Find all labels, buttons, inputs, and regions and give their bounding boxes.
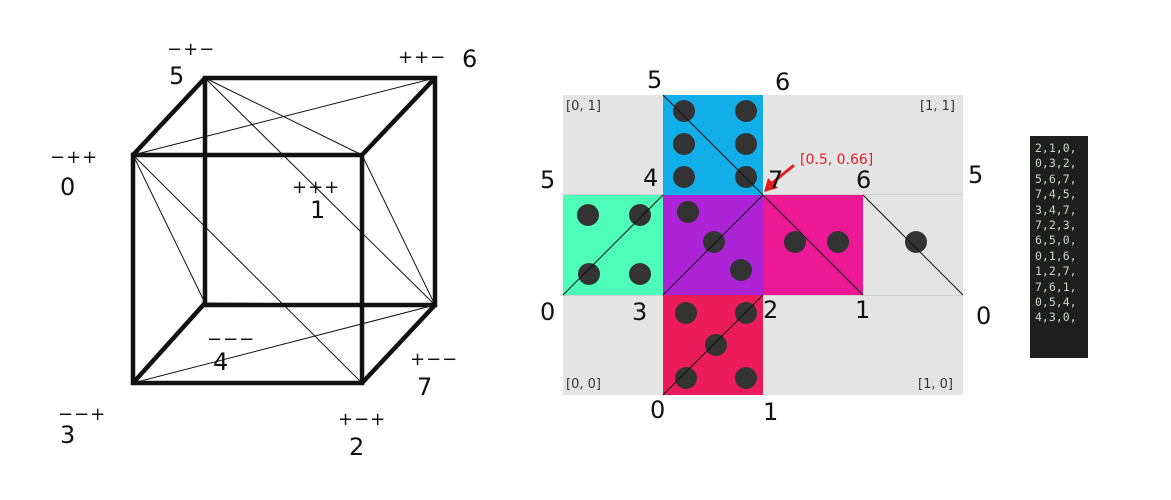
cube-vertex-7: +−− 7 [410, 349, 458, 401]
code-line: 7,4,5, [1035, 187, 1077, 202]
cube-wireframe: −++ 0 +++ 1 +−+ 2 −−+ 3 −−− 4 −+− 5 ++− … [50, 39, 477, 461]
net-corner-top-left: [0, 1] [566, 99, 601, 114]
pip-bottom [675, 302, 697, 324]
pip-top [735, 166, 757, 188]
net-vertex-label: 0 [540, 298, 555, 326]
net-vertex-label: 6 [775, 68, 790, 96]
net-vertex-label: 5 [540, 166, 555, 194]
cube-vertex-5: −+− 5 [167, 39, 215, 90]
code-line: 4,3,0, [1035, 310, 1077, 325]
code-line: 3,4,7, [1035, 202, 1077, 217]
arrow-head-icon [764, 178, 778, 192]
net-vertex-label: 7 [768, 166, 783, 194]
code-line: 0,1,6, [1035, 248, 1077, 263]
net-pips [577, 100, 927, 389]
pip-left [629, 263, 651, 285]
pip-top [673, 100, 695, 122]
pip-center [730, 259, 752, 281]
cube-vertex-4-label: 4 [213, 348, 228, 376]
cube-vertex-5-signs: −+− [167, 39, 215, 60]
net-vertex-label: 0 [650, 396, 665, 424]
code-line: 2,1,0, [1035, 141, 1077, 155]
cube-vertex-3-label: 3 [60, 421, 75, 449]
net-vertex-label: 3 [632, 298, 647, 326]
pip-bottom [735, 367, 757, 389]
cube-vertex-6: ++− 6 [398, 45, 477, 73]
pip-left [577, 204, 599, 226]
cube-vertex-1-signs: +++ [292, 177, 340, 198]
code-lines: 2,1,0,0,3,2,5,6,7,7,4,5,3,4,7,7,2,3,6,5,… [1035, 141, 1088, 326]
cube-vertex-5-label: 5 [169, 62, 184, 90]
net-vertex-label: 1 [763, 398, 778, 426]
net-vertex-label: 4 [643, 164, 658, 192]
code-line: 7,2,3, [1035, 218, 1077, 233]
code-panel: 2,1,0,0,3,2,5,6,7,7,4,5,3,4,7,7,2,3,6,5,… [1030, 136, 1088, 358]
net-vertex-label: 5 [968, 161, 983, 189]
cube-vertex-3: −−+ 3 [58, 404, 106, 449]
cube-vertex-6-signs: ++− [398, 47, 446, 68]
code-line: 0,3,2, [1035, 156, 1077, 171]
pip-right [827, 231, 849, 253]
cube-vertex-0-label: 0 [60, 173, 75, 201]
cube-vertex-2-signs: +−+ [338, 409, 386, 430]
pip-left [629, 204, 651, 226]
pip-right [784, 231, 806, 253]
arrow-shaft [769, 164, 795, 186]
code-line: 1,2,7, [1035, 264, 1077, 279]
net-corner-bottom-left: [0, 0] [566, 377, 601, 392]
cube-vertex-1: +++ 1 [292, 177, 340, 224]
net-corner-top-right: [1, 1] [920, 99, 955, 114]
cube-vertex-7-signs: +−− [410, 349, 458, 370]
net-annotation-label: [0.5, 0.66] [800, 152, 873, 168]
code-line: 6,5,0, [1035, 233, 1077, 248]
cube-vertex-1-label: 1 [310, 196, 325, 224]
code-line: 7,6,1, [1035, 279, 1077, 294]
pip-top [735, 100, 757, 122]
pip-top [673, 166, 695, 188]
cube-vertex-4-signs: −−− [207, 329, 255, 350]
cube-vertex-0-signs: −++ [50, 147, 98, 168]
net-vertex-label: 6 [856, 166, 871, 194]
cube-vertex-6-label: 6 [462, 45, 477, 73]
pip-center [703, 231, 725, 253]
cube-vertex-2-label: 2 [349, 433, 364, 461]
cube-edges [130, 75, 438, 386]
net-vertex-label: 5 [647, 66, 662, 94]
cube-net: [0, 1] [1, 1] [0, 0] [1, 0] [0.5, 0.66] … [540, 66, 991, 426]
pip-top [673, 133, 695, 155]
cube-vertex-3-signs: −−+ [58, 404, 106, 425]
pip-bottom [675, 367, 697, 389]
pip-top [735, 133, 757, 155]
code-line: 0,5,4, [1035, 295, 1077, 310]
pip-left [578, 263, 600, 285]
code-line: 5,6,7, [1035, 171, 1077, 186]
net-annotation: [0.5, 0.66] [764, 152, 873, 192]
net-corner-bottom-right: [1, 0] [918, 377, 953, 392]
pip-center [677, 201, 699, 223]
pip-bottom [735, 302, 757, 324]
cube-vertex-7-label: 7 [417, 373, 432, 401]
net-vertex-label: 1 [855, 296, 870, 324]
net-diagonals [562, 94, 964, 396]
net-vertex-label: 0 [976, 302, 991, 330]
pip-far-right [905, 231, 927, 253]
pip-bottom [705, 334, 727, 356]
net-vertex-label: 2 [763, 296, 778, 324]
cube-vertex-2: +−+ 2 [338, 409, 386, 461]
cube-vertex-0: −++ 0 [50, 147, 98, 201]
cube-vertex-4: −−− 4 [207, 329, 255, 376]
